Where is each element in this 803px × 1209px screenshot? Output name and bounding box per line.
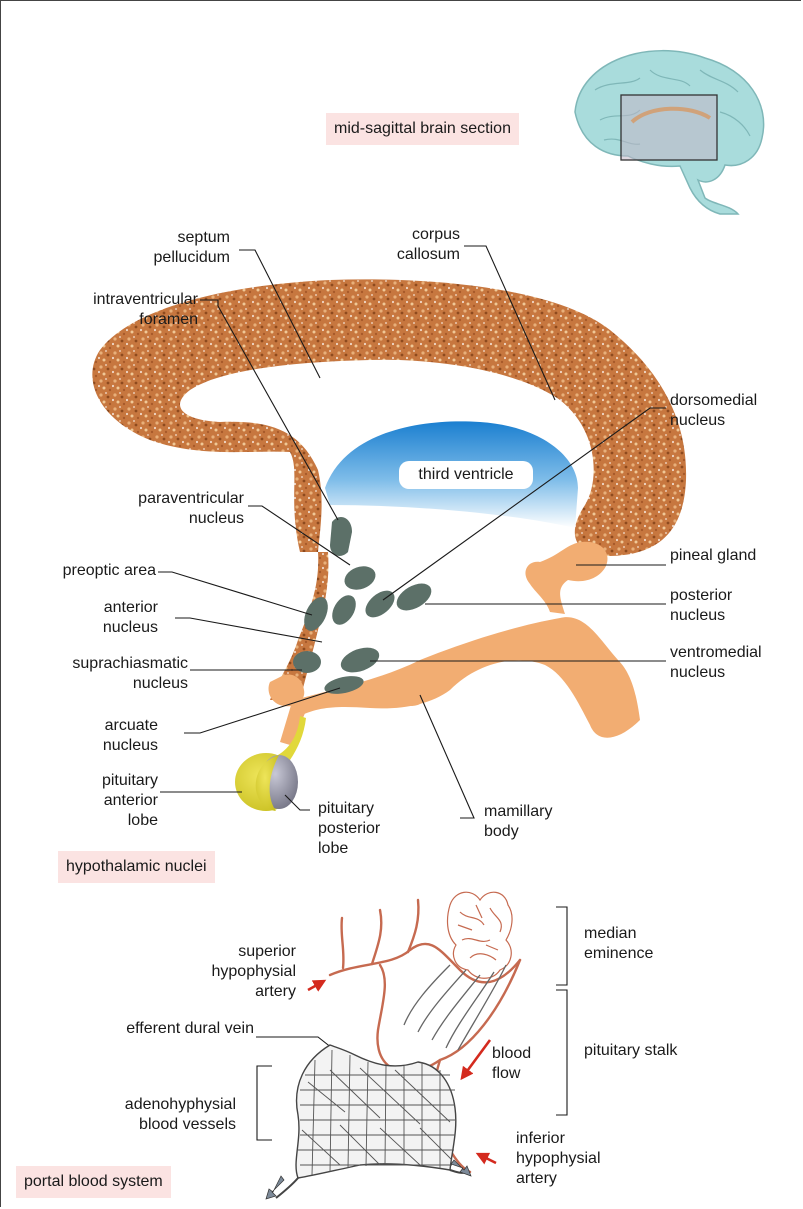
label-ventromedial-nucleus: ventromedial nucleus	[670, 643, 762, 683]
median-eminence-capillaries	[448, 892, 513, 978]
label-pineal-gland: pineal gland	[670, 546, 756, 566]
label-mamillary-body: mamillary body	[484, 802, 552, 842]
tag-portal-blood-system: portal blood system	[16, 1166, 171, 1198]
pituitary-stalk-vessels	[404, 965, 506, 1050]
label-intraventricular-foramen: intraventricular foramen	[20, 290, 198, 330]
label-inferior-hypophysial-artery: inferior hypophysial artery	[516, 1129, 601, 1189]
brain-thumbnail	[575, 51, 764, 214]
label-blood-flow: blood flow	[492, 1044, 531, 1084]
label-paraventricular-nucleus: paraventricular nucleus	[20, 489, 244, 529]
label-dorsomedial-nucleus: dorsomedial nucleus	[670, 391, 757, 431]
label-pituitary-posterior-lobe: pituitary posterior lobe	[318, 799, 380, 859]
label-corpus-callosum: corpus callosum	[350, 225, 460, 265]
label-suprachiasmatic-nucleus: suprachiasmatic nucleus	[10, 654, 188, 694]
tag-hypothalamic-nuclei: hypothalamic nuclei	[58, 851, 215, 883]
label-adenohyphysial-blood-vessels: adenohyphysial blood vessels	[60, 1095, 236, 1135]
label-superior-hypophysial-artery: superior hypophysial artery	[150, 942, 296, 1002]
label-arcuate-nucleus: arcuate nucleus	[20, 716, 158, 756]
label-median-eminence: median eminence	[584, 924, 653, 964]
label-third-ventricle: third ventricle	[399, 461, 533, 489]
label-septum-pellucidum: septum pellucidum	[120, 228, 230, 268]
label-posterior-nucleus: posterior nucleus	[670, 586, 732, 626]
tag-brain-section: mid-sagittal brain section	[326, 113, 519, 145]
label-pituitary-anterior-lobe: pituitary anterior lobe	[20, 771, 158, 831]
label-anterior-nucleus: anterior nucleus	[20, 598, 158, 638]
label-efferent-dural-vein: efferent dural vein	[60, 1019, 254, 1039]
label-pituitary-stalk: pituitary stalk	[584, 1041, 677, 1061]
label-preoptic-area: preoptic area	[20, 561, 156, 581]
